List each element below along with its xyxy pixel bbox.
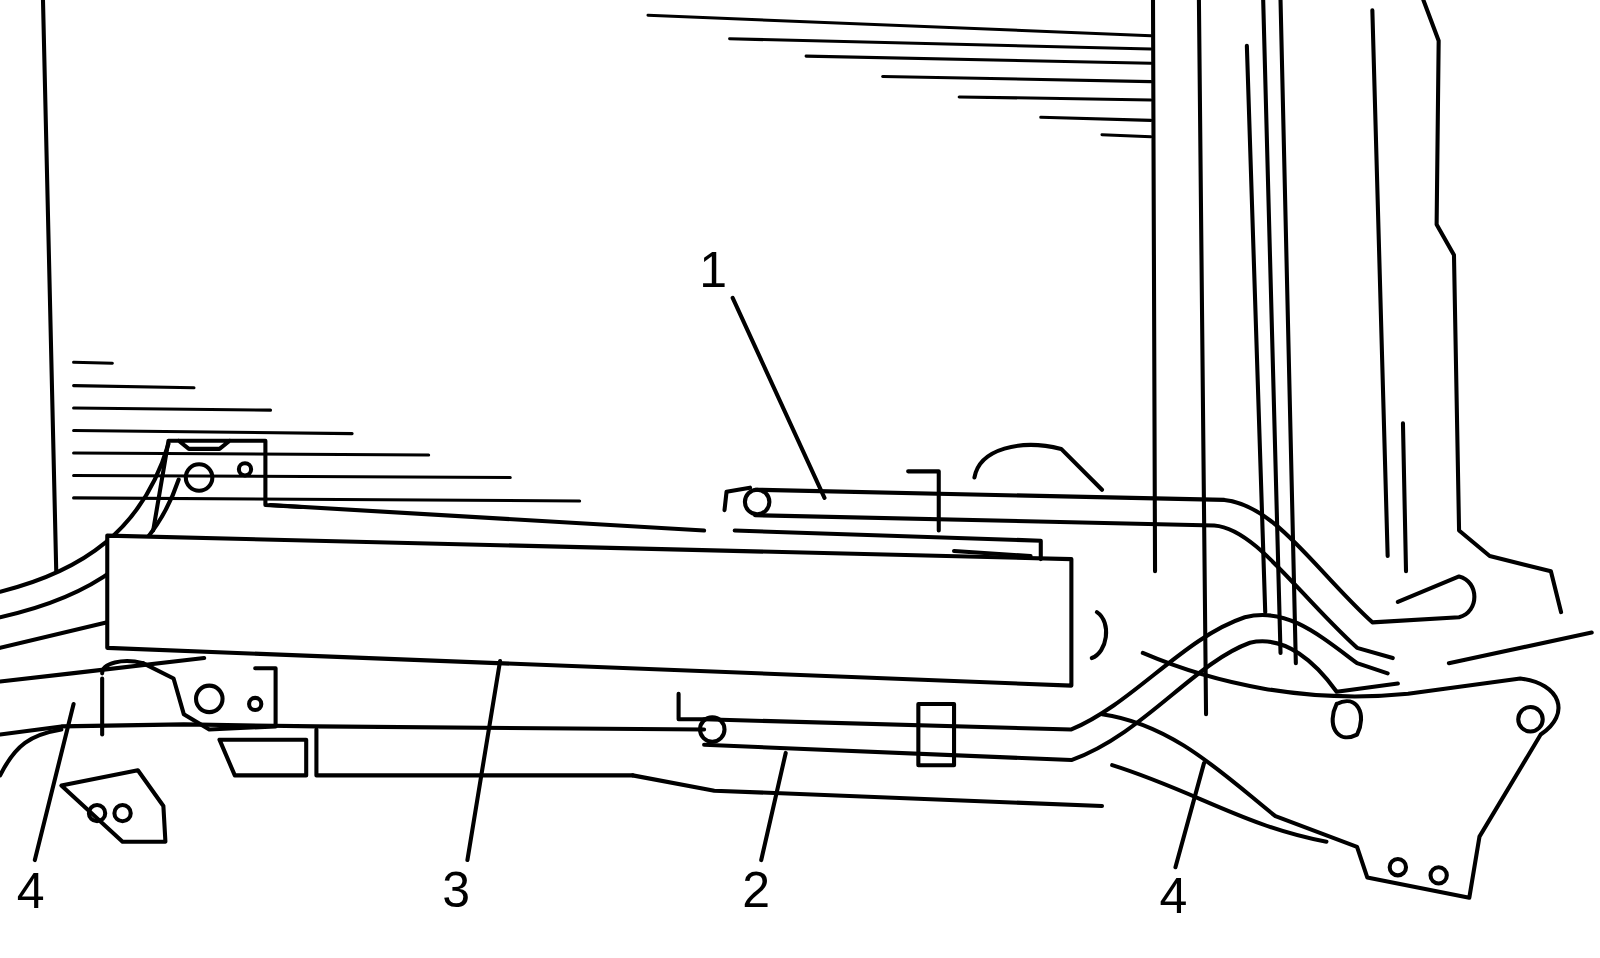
callout-number: 4 bbox=[15, 866, 47, 916]
callout-number: 4 bbox=[1158, 871, 1190, 921]
callout-number: 3 bbox=[440, 865, 472, 915]
callout-number: 1 bbox=[697, 245, 729, 295]
callout-number: 2 bbox=[740, 865, 772, 915]
